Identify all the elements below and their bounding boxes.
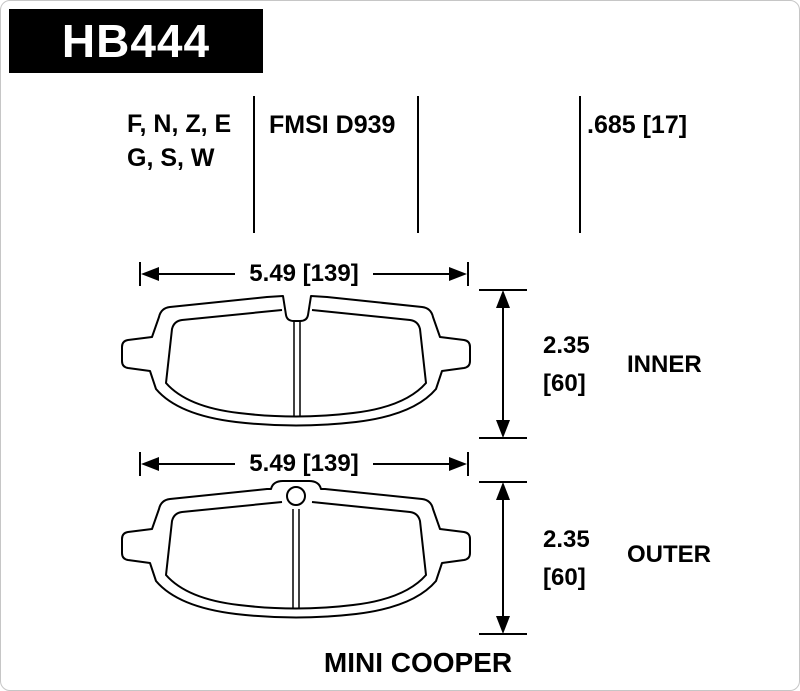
- arrowhead-down-icon: [496, 420, 510, 438]
- outer-pad-outline: [121, 480, 471, 619]
- pad-thickness: .685 [17]: [587, 111, 688, 139]
- header-divider-3: [579, 96, 581, 233]
- arrowhead-right-icon: [449, 457, 467, 471]
- inner-pad-label: INNER: [627, 351, 702, 378]
- vehicle-name: MINI COOPER: [323, 647, 513, 678]
- part-number: HB444: [61, 15, 211, 67]
- outer-pad-friction-outline: [165, 501, 427, 610]
- arrowhead-up-icon: [496, 482, 510, 500]
- inner-pad-friction-outline: [165, 309, 427, 418]
- header-divider-1: [253, 96, 255, 233]
- outer-pad-drawing: [121, 480, 471, 619]
- outer-pad-sensor-hole: [286, 486, 306, 506]
- inner-pad-drawing: [121, 295, 471, 427]
- arrowhead-up-icon: [496, 290, 510, 308]
- arrowhead-left-icon: [141, 267, 159, 281]
- part-number-box: HB444: [9, 9, 263, 73]
- thickness-dimension-arrow-outer: [479, 481, 527, 635]
- arrowhead-down-icon: [496, 616, 510, 634]
- header-divider-2: [417, 96, 419, 233]
- width-dimension-label-outer: 5.49 [139]: [139, 449, 469, 479]
- arrowhead-left-icon: [141, 457, 159, 471]
- thickness-dimension-arrow-inner: [479, 289, 527, 439]
- arrowhead-right-icon: [449, 267, 467, 281]
- thickness-dimension-label-inner: 2.35 [60]: [543, 332, 590, 397]
- width-dimension-label-inner: 5.49 [139]: [139, 259, 469, 289]
- compound-codes: F, N, Z, E G, S, W: [127, 107, 231, 175]
- outer-pad-label: OUTER: [627, 541, 711, 568]
- thickness-dimension-label-outer: 2.35 [60]: [543, 526, 590, 591]
- compound-codes-line2: G, S, W: [127, 144, 215, 172]
- fmsi-code: FMSI D939: [269, 111, 396, 139]
- inner-pad-outline: [121, 295, 471, 427]
- compound-codes-line1: F, N, Z, E: [127, 110, 232, 138]
